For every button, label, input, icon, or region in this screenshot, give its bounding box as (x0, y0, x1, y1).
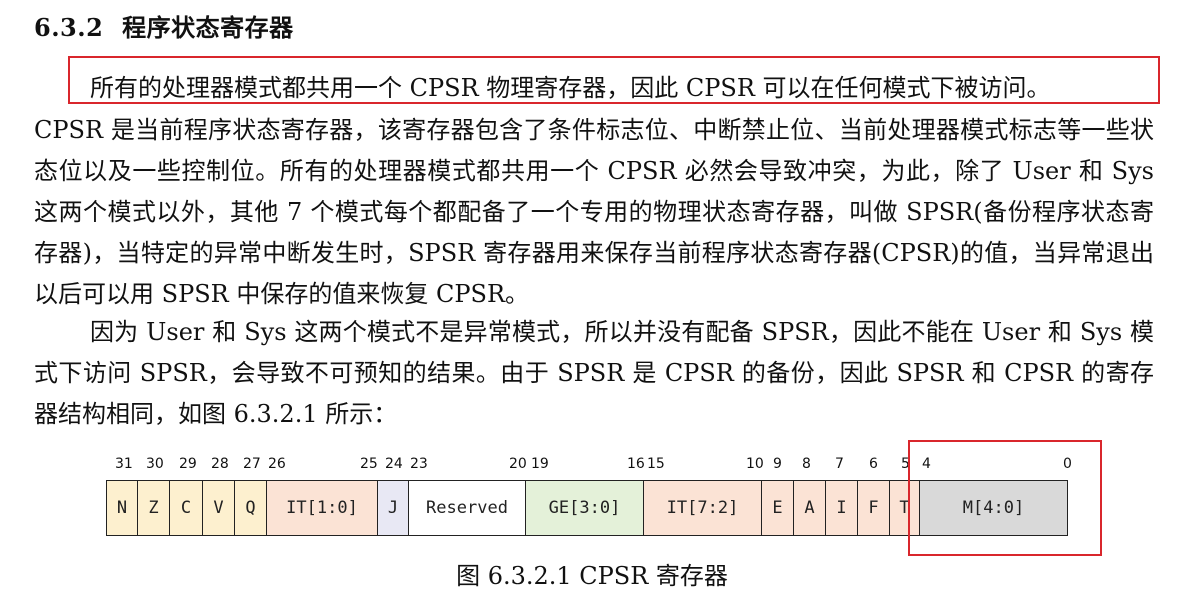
field-j: J (377, 480, 409, 536)
bit-number: 28 (211, 456, 229, 472)
section-title: 程序状态寄存器 (122, 13, 294, 42)
field-a: A (793, 480, 826, 536)
paragraph-2: CPSR 是当前程序状态寄存器，该寄存器包含了条件标志位、中断禁止位、当前处理器… (34, 116, 1154, 308)
highlight-box-sentence (68, 56, 1160, 104)
field-m-4-0: M[4:0] (919, 480, 1068, 536)
field-t: T (889, 480, 920, 536)
field-e: E (761, 480, 794, 536)
bit-number: 25 (360, 456, 378, 472)
bit-number: 27 (243, 456, 261, 472)
bit-number: 30 (146, 456, 164, 472)
bit-number: 29 (179, 456, 197, 472)
field-z: Z (137, 480, 170, 536)
bit-number: 31 (115, 456, 133, 472)
field-n: N (106, 480, 138, 536)
bit-number: 5 (901, 456, 910, 472)
highlight-box-mode-bits (908, 440, 1102, 556)
field-ge-3-0: GE[3:0] (525, 480, 644, 536)
bit-number: 15 (647, 456, 665, 472)
figure-caption: 图 6.3.2.1 CPSR 寄存器 (456, 562, 728, 590)
field-c: C (169, 480, 203, 536)
bit-number: 26 (268, 456, 286, 472)
field-reserved: Reserved (408, 480, 526, 536)
field-i: I (825, 480, 858, 536)
bit-number: 0 (1063, 456, 1072, 472)
bit-number: 16 (627, 456, 645, 472)
bit-number: 6 (869, 456, 878, 472)
paragraph-3: 因为 User 和 Sys 这两个模式不是异常模式，所以并没有配备 SPSR，因… (34, 318, 1154, 428)
field-it-7-2: IT[7:2] (643, 480, 762, 536)
section-number: 6.3.2 (34, 13, 104, 42)
field-it-1-0: IT[1:0] (266, 480, 378, 536)
bit-number: 4 (922, 456, 931, 472)
field-v: V (202, 480, 235, 536)
bit-number: 8 (802, 456, 811, 472)
bit-number: 19 (531, 456, 549, 472)
bit-number: 9 (773, 456, 782, 472)
bit-number: 24 (385, 456, 403, 472)
bit-number: 20 (509, 456, 527, 472)
paragraph-1: 所有的处理器模式都共用一个 CPSR 物理寄存器，因此 CPSR 可以在任何模式… (90, 74, 1051, 102)
bit-number: 23 (410, 456, 428, 472)
field-f: F (857, 480, 890, 536)
field-q: Q (234, 480, 267, 536)
bit-number: 7 (835, 456, 844, 472)
section-heading: 6.3.2 程序状态寄存器 (34, 8, 294, 43)
bit-number: 10 (746, 456, 764, 472)
